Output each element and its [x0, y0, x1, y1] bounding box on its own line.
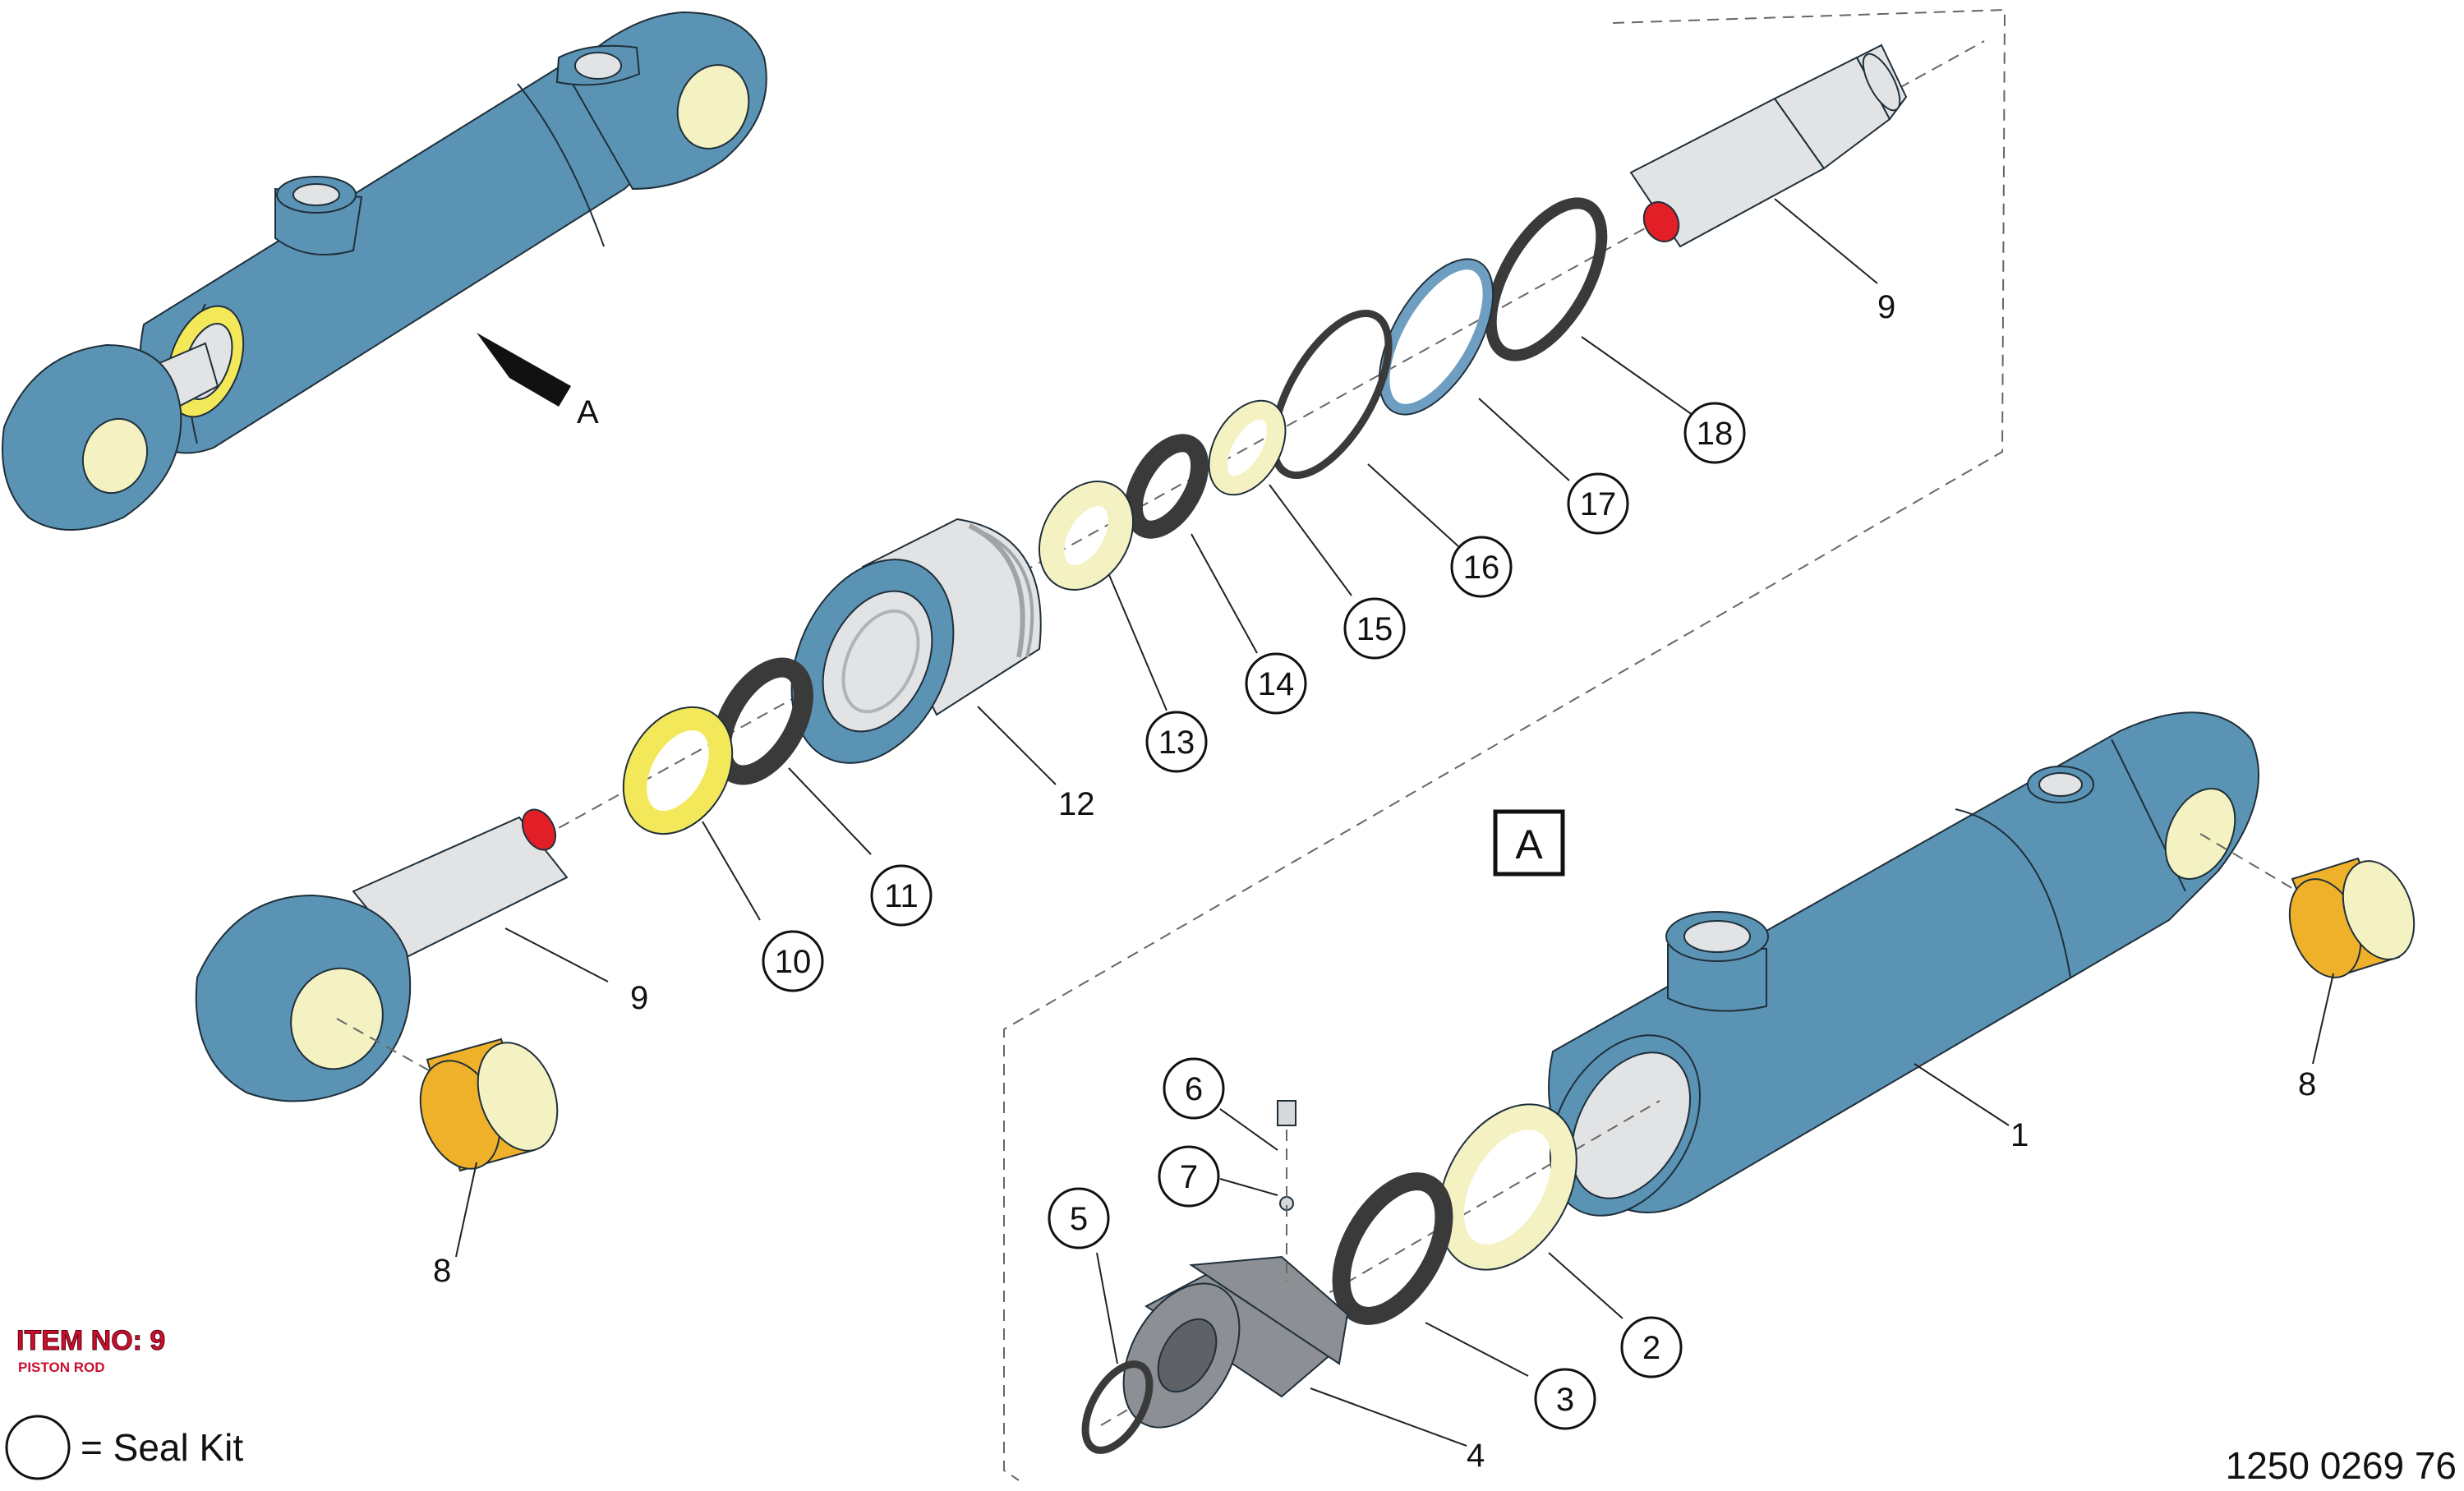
svg-text:18: 18 — [1697, 416, 1734, 452]
ring-15 — [1209, 401, 1285, 495]
label-9-left: 9 — [630, 980, 648, 1016]
svg-text:13: 13 — [1158, 725, 1195, 761]
bushing-right — [2288, 857, 2416, 979]
view-arrow-a-label: A — [577, 394, 599, 430]
barrel — [1548, 711, 2259, 1217]
piston-rod-top — [1629, 44, 1908, 248]
seal-kit-legend: = Seal Kit — [5, 1415, 243, 1480]
label-8-left: 8 — [433, 1253, 451, 1289]
piston-rod-left — [195, 808, 569, 1102]
svg-text:5: 5 — [1070, 1201, 1088, 1237]
view-a-box: A — [1493, 809, 1565, 877]
svg-text:15: 15 — [1356, 611, 1393, 647]
leader-lines — [455, 198, 2334, 1447]
svg-text:14: 14 — [1258, 666, 1295, 702]
ring-13 — [1039, 481, 1133, 590]
callout-11: 11 — [870, 864, 933, 927]
callout-3: 3 — [1534, 1368, 1596, 1430]
callout-7: 7 — [1158, 1145, 1220, 1208]
callout-16: 16 — [1450, 536, 1513, 598]
seal-3 — [1332, 1172, 1453, 1325]
legend-circle — [5, 1415, 71, 1480]
ring-10 — [624, 706, 732, 835]
legend-text: = Seal Kit — [81, 1426, 243, 1469]
assembled-cylinder — [2, 11, 767, 531]
callout-13: 13 — [1145, 711, 1208, 773]
callout-2: 2 — [1620, 1316, 1683, 1378]
callout-5: 5 — [1048, 1187, 1110, 1249]
svg-text:17: 17 — [1580, 486, 1617, 522]
document-number: 1250 0269 76 — [2226, 1444, 2457, 1487]
ring-16 — [1269, 310, 1393, 479]
ring-17 — [1379, 260, 1493, 414]
view-arrow-a: A — [477, 333, 599, 430]
svg-text:11: 11 — [884, 878, 919, 914]
seal-11 — [712, 657, 813, 785]
svg-text:3: 3 — [1556, 1382, 1574, 1418]
wear-ring-2 — [1438, 1103, 1577, 1271]
seals-10-11 — [622, 657, 813, 835]
svg-text:2: 2 — [1642, 1330, 1660, 1366]
ring-18 — [1485, 197, 1608, 361]
callout-18: 18 — [1683, 402, 1746, 464]
svg-text:10: 10 — [775, 944, 812, 980]
callout-10: 10 — [762, 930, 824, 992]
seal-rings — [1038, 197, 1608, 591]
label-12: 12 — [1058, 786, 1095, 822]
svg-text:6: 6 — [1185, 1071, 1203, 1107]
bushing-left — [419, 1038, 559, 1172]
callout-15: 15 — [1343, 597, 1406, 660]
item-subtitle: PISTON ROD — [18, 1360, 104, 1375]
svg-text:A: A — [1515, 821, 1543, 867]
callout-14: 14 — [1245, 652, 1307, 715]
svg-text:16: 16 — [1463, 550, 1500, 586]
callout-6: 6 — [1163, 1057, 1225, 1120]
oring-5 — [1081, 1360, 1154, 1454]
item-info: ITEM NO: 9 PISTON ROD — [16, 1325, 166, 1376]
label-4: 4 — [1467, 1438, 1485, 1474]
callout-17: 17 — [1567, 472, 1629, 535]
item-title: ITEM NO: 9 — [16, 1325, 165, 1356]
detail-a-boundary — [1003, 8, 2006, 1481]
piston — [790, 518, 1042, 764]
label-1: 1 — [2010, 1117, 2029, 1153]
ring-14 — [1124, 434, 1209, 539]
label-9-top: 9 — [1877, 289, 1895, 325]
svg-text:7: 7 — [1180, 1159, 1198, 1195]
gland — [1122, 1100, 1349, 1429]
label-8-right: 8 — [2298, 1066, 2316, 1102]
